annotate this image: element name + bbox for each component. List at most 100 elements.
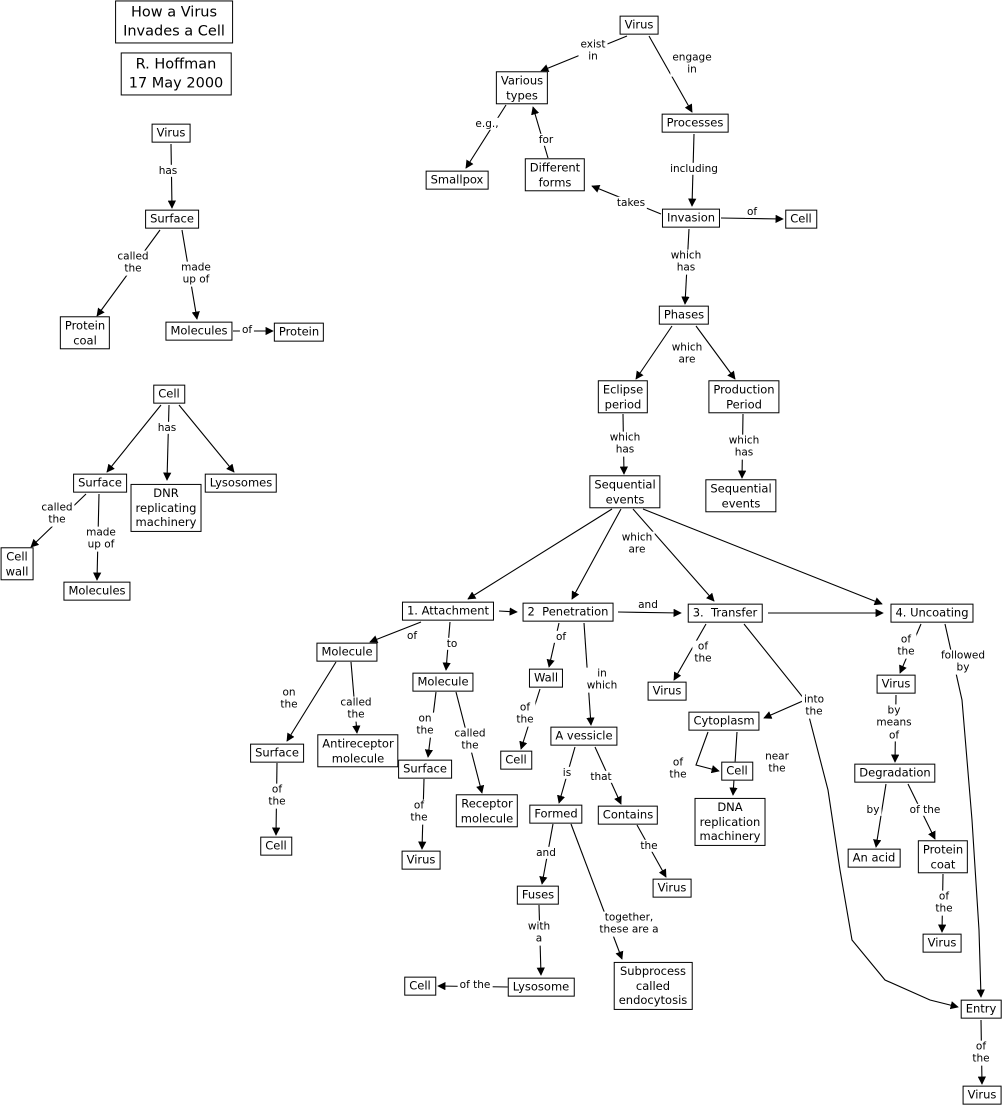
- edge-label-for: for: [536, 133, 556, 147]
- edge-transfer-to-entry: [804, 700, 959, 1010]
- node-invasion: Invasion: [661, 208, 721, 228]
- edge-label-called-the-3: called the: [338, 696, 374, 722]
- edge-various-types-to-smallpox: [465, 104, 507, 169]
- edge-invasion-to-cell-top: [720, 214, 784, 224]
- node-fuses: Fuses: [516, 885, 560, 905]
- node-molecules-left: Molecules: [165, 321, 233, 341]
- edge-label-together: together, these are a: [597, 911, 661, 937]
- node-protein: Protein: [273, 322, 325, 342]
- edge-label-of-the-lysosome: of the: [457, 978, 493, 992]
- edge-uncoating-to-entry: [944, 623, 985, 998]
- edge-label-of-the-cell-att: of the: [266, 783, 288, 809]
- edge-cell-left-to-lysosomes: [178, 404, 235, 473]
- edge-penetration-to-transfer: [617, 608, 682, 618]
- node-cell-pen1: Cell: [500, 750, 532, 770]
- edge-label-called-the-2: called the: [39, 501, 75, 527]
- edge-label-called-the-4: called the: [452, 727, 488, 753]
- node-virus-att: Virus: [401, 850, 441, 870]
- node-protein-coal: Protein coal: [59, 316, 111, 350]
- edge-penetration-to-wall: [546, 622, 560, 668]
- node-cytoplasm: Cytoplasm: [688, 711, 760, 731]
- node-surface-left: Surface: [145, 209, 199, 229]
- edge-label-of-att: of: [404, 629, 420, 643]
- edge-label-into-the: into the: [801, 693, 827, 719]
- node-protein-coat: Protein coat: [917, 840, 969, 874]
- edge-sequential-events-1-to-uncoating: [642, 508, 883, 606]
- node-different-forms: Different forms: [524, 158, 586, 192]
- node-sequential-events-1: Sequential events: [589, 475, 661, 509]
- edge-transfer-to-virus-transfer: [673, 623, 707, 681]
- node-smallpox: Smallpox: [425, 170, 489, 190]
- node-degradation: Degradation: [854, 763, 936, 783]
- node-cell-pen2: Cell: [404, 976, 436, 996]
- node-virus-uncoat2: Virus: [922, 933, 962, 953]
- edge-label-engage-in: engage in: [670, 51, 714, 77]
- edge-label-which-has-2: which has: [607, 431, 643, 457]
- node-uncoating: 4. Uncoating: [890, 603, 974, 623]
- node-cell-wall: Cell wall: [0, 547, 34, 581]
- edge-label-to-att: to: [444, 637, 460, 651]
- node-virus-top: Virus: [619, 15, 659, 35]
- edge-cell-left-to-dnr-machinery: [163, 404, 172, 481]
- edge-sequential-events-1-to-attachment: [467, 508, 613, 600]
- edge-label-that: that: [588, 770, 614, 784]
- node-virus-pen: Virus: [652, 878, 692, 898]
- edge-cytoplasm-to-cell-transfer: [695, 731, 720, 774]
- edge-label-and-2: and: [534, 846, 558, 860]
- edge-label-of-cell-top: of: [744, 205, 760, 219]
- node-an-acid: An acid: [847, 848, 901, 868]
- node-wall: Wall: [528, 668, 564, 688]
- node-cell-att: Cell: [260, 836, 292, 856]
- edge-label-followed-by: followed by: [938, 649, 988, 675]
- node-surface-att-cell: Surface: [250, 743, 304, 763]
- edge-label-takes: takes: [614, 196, 648, 210]
- node-dna-replication: DNA replication machinery: [694, 797, 766, 847]
- edge-transfer-to-cytoplasm: [743, 623, 806, 719]
- node-eclipse-period: Eclipse period: [597, 380, 649, 414]
- edge-label-of-the-virus-tr: of the: [692, 640, 714, 666]
- node-formed: Formed: [529, 804, 583, 824]
- edge-label-eg: e.g.,: [473, 117, 501, 131]
- edge-label-near-the: near the: [763, 750, 791, 776]
- edge-label-of-protein: of: [239, 323, 255, 337]
- edge-label-of-the-virus-att: of the: [408, 799, 430, 825]
- node-antireceptor-molecule: Antireceptor molecule: [317, 734, 399, 768]
- edge-label-called-the-1: called the: [115, 250, 151, 276]
- edge-phases-to-eclipse-period: [635, 325, 673, 380]
- node-cell-top: Cell: [785, 209, 817, 229]
- edge-label-on-the-1: on the: [278, 686, 300, 712]
- node-virus-transfer: Virus: [647, 681, 687, 701]
- edge-cell-left-to-surface-left2: [106, 404, 162, 473]
- edge-label-of-wall: of: [553, 630, 569, 644]
- node-virus-left: Virus: [151, 123, 191, 143]
- node-entry: Entry: [960, 999, 1002, 1019]
- edge-label-the: the: [638, 839, 660, 853]
- edge-label-of-the-cell-tr: of the: [667, 756, 689, 782]
- edge-label-and-1: and: [636, 598, 660, 612]
- node-cell-transfer: Cell: [721, 761, 753, 781]
- edge-label-of-the-uncoat: of the: [895, 633, 917, 659]
- edge-label-of-the-pc: of the: [907, 803, 943, 817]
- node-endocytosis: Subprocess called endocytosis: [613, 961, 693, 1011]
- node-virus-uncoat: Virus: [876, 674, 916, 694]
- node-surface-left2: Surface: [73, 473, 127, 493]
- edge-label-on-the-2: on the: [414, 712, 436, 738]
- node-vessicle: A vessicle: [550, 726, 618, 746]
- edge-label-made-up-of-2: made up of: [84, 526, 118, 552]
- node-virus-entry: Virus: [962, 1085, 1002, 1105]
- node-surface-att-virus: Surface: [398, 759, 452, 779]
- edge-label-with-a: with a: [525, 920, 553, 946]
- node-molecule-1: Molecule: [316, 642, 378, 662]
- node-phases: Phases: [658, 305, 710, 325]
- node-cell-left: Cell: [153, 384, 185, 404]
- node-production-period: Production Period: [708, 380, 780, 414]
- edge-label-including: including: [668, 162, 720, 176]
- edge-label-is: is: [560, 766, 574, 780]
- edge-attachment-to-penetration: [498, 607, 518, 616]
- edge-label-of-the-entry: of the: [970, 1040, 992, 1066]
- node-title: How a Virus Invades a Cell: [115, 0, 233, 44]
- node-lysosome: Lysosome: [507, 977, 575, 997]
- edge-different-forms-to-various-types: [531, 106, 549, 159]
